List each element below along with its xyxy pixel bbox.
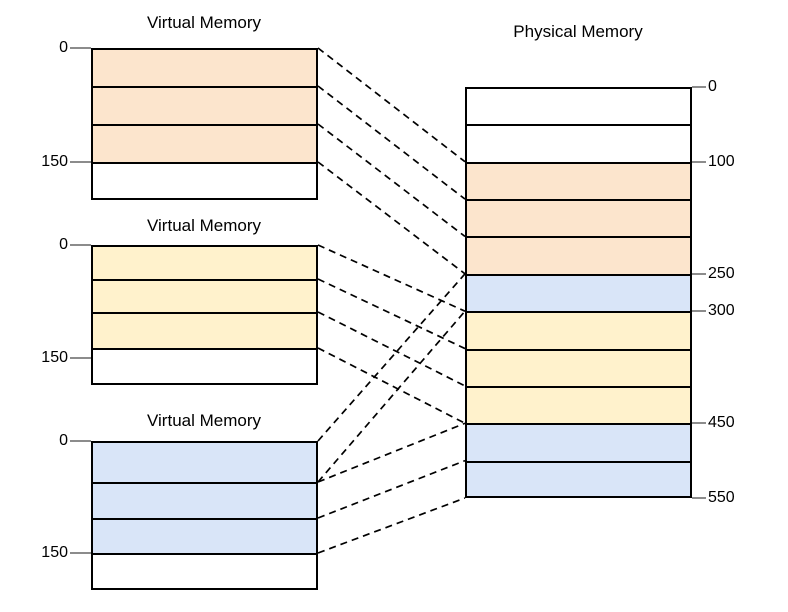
tick-mark [692, 160, 706, 163]
page-to-frame-mapping-line [317, 422, 466, 483]
address-label: 0 [59, 39, 68, 56]
tick-mark [692, 310, 706, 313]
page-to-frame-mapping-line [317, 347, 466, 425]
virtual-memory-title-2: Virtual Memory [147, 216, 261, 235]
page-to-frame-mapping-line [317, 459, 466, 519]
address-label: 0 [59, 236, 68, 253]
memory-page-segment [93, 443, 316, 484]
memory-frame-segment [467, 273, 690, 312]
physical-memory-title: Physical Memory [513, 22, 643, 41]
memory-page-segment [93, 50, 316, 88]
memory-frame-segment [467, 385, 690, 424]
free-memory-segment [93, 348, 316, 383]
address-label: 0 [708, 78, 717, 95]
memory-page-segment [93, 312, 316, 348]
address-label: 450 [708, 414, 735, 432]
memory-page-segment [93, 86, 316, 124]
memory-page-segment [93, 279, 316, 312]
tick-mark [692, 272, 706, 275]
address-label: 250 [708, 264, 735, 282]
memory-frame-segment [467, 311, 690, 349]
page-to-frame-mapping-line [317, 161, 466, 275]
memory-frame-segment [467, 124, 690, 162]
tick-mark [70, 161, 91, 163]
page-to-frame-mapping-line [317, 497, 466, 554]
physical-memory-box [465, 87, 692, 498]
address-label: 150 [41, 153, 68, 170]
address-label: 100 [708, 152, 735, 170]
free-memory-segment [93, 162, 316, 198]
address-label: 0 [59, 432, 68, 449]
memory-frame-segment [467, 161, 690, 200]
tick-mark [692, 86, 706, 88]
tick-mark [70, 47, 91, 49]
memory-frame-segment [467, 89, 690, 125]
page-to-frame-mapping-line [317, 278, 466, 350]
address-label: 150 [41, 349, 68, 366]
tick-mark [70, 552, 91, 554]
free-memory-segment [93, 553, 316, 588]
memory-page-segment [93, 124, 316, 162]
address-label: 150 [41, 544, 68, 561]
memory-frame-segment [467, 423, 690, 461]
memory-frame-segment [467, 236, 690, 274]
memory-page-segment [93, 482, 316, 518]
memory-page-segment [93, 518, 316, 553]
tick-mark [70, 244, 91, 246]
address-label: 300 [708, 302, 735, 320]
virtual-memory-box-2 [91, 245, 318, 385]
tick-mark [692, 422, 706, 425]
page-to-frame-mapping-line [317, 123, 466, 238]
page-to-frame-mapping-line [317, 85, 466, 200]
virtual-memory-box-1 [91, 48, 318, 200]
virtual-memory-title-3: Virtual Memory [147, 411, 261, 430]
memory-page-segment [93, 247, 316, 281]
page-to-frame-mapping-line [317, 244, 466, 312]
address-label: 550 [708, 489, 735, 506]
page-to-frame-mapping-line [317, 47, 466, 163]
memory-frame-segment [467, 348, 690, 386]
virtual-memory-box-3 [91, 441, 318, 590]
page-to-frame-mapping-line [317, 311, 466, 387]
tick-mark [70, 440, 91, 442]
page-to-frame-mapping-line [317, 310, 466, 483]
tick-mark [70, 357, 91, 359]
memory-frame-segment [467, 199, 690, 237]
memory-frame-segment [467, 460, 690, 496]
tick-mark [692, 497, 706, 499]
virtual-memory-title-1: Virtual Memory [147, 13, 261, 32]
page-to-frame-mapping-line [317, 273, 466, 442]
